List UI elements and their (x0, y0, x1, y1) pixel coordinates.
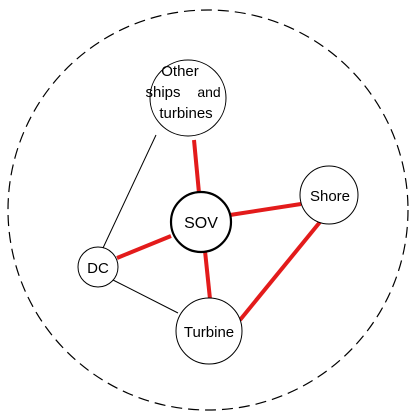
link-other-sov (192, 139, 201, 194)
node-circle (175, 297, 243, 365)
node-label: DC (87, 260, 109, 277)
strong-links (116, 139, 322, 322)
node-label-line-1: Other (161, 63, 199, 80)
node-label-line-3: turbines (159, 105, 212, 122)
node-label-line-2: ships (145, 84, 180, 101)
link-dc-turbine (112, 279, 179, 314)
system-boundary-circle (7, 9, 409, 411)
node-label: SOV (184, 215, 218, 232)
node-shore: Shore (299, 165, 359, 225)
node-circle (299, 165, 359, 225)
link-sov-turbine (203, 250, 212, 300)
node-label: Turbine (184, 324, 234, 341)
node-label-line-2b: and (197, 84, 220, 100)
link-shore-turbine (238, 220, 322, 322)
node-circle (149, 59, 227, 137)
link-other-dc (102, 134, 157, 249)
node-sov: SOV (169, 190, 233, 254)
node-label: Shore (310, 188, 350, 205)
node-circle (77, 246, 119, 288)
node-dc: DC (77, 246, 119, 288)
link-sov-shore (229, 202, 302, 217)
node-turbine: Turbine (175, 297, 243, 365)
node-other-ships-and-turbines: Other ships and turbines (145, 59, 227, 137)
node-circle (169, 190, 233, 254)
link-sov-dc (116, 234, 172, 260)
